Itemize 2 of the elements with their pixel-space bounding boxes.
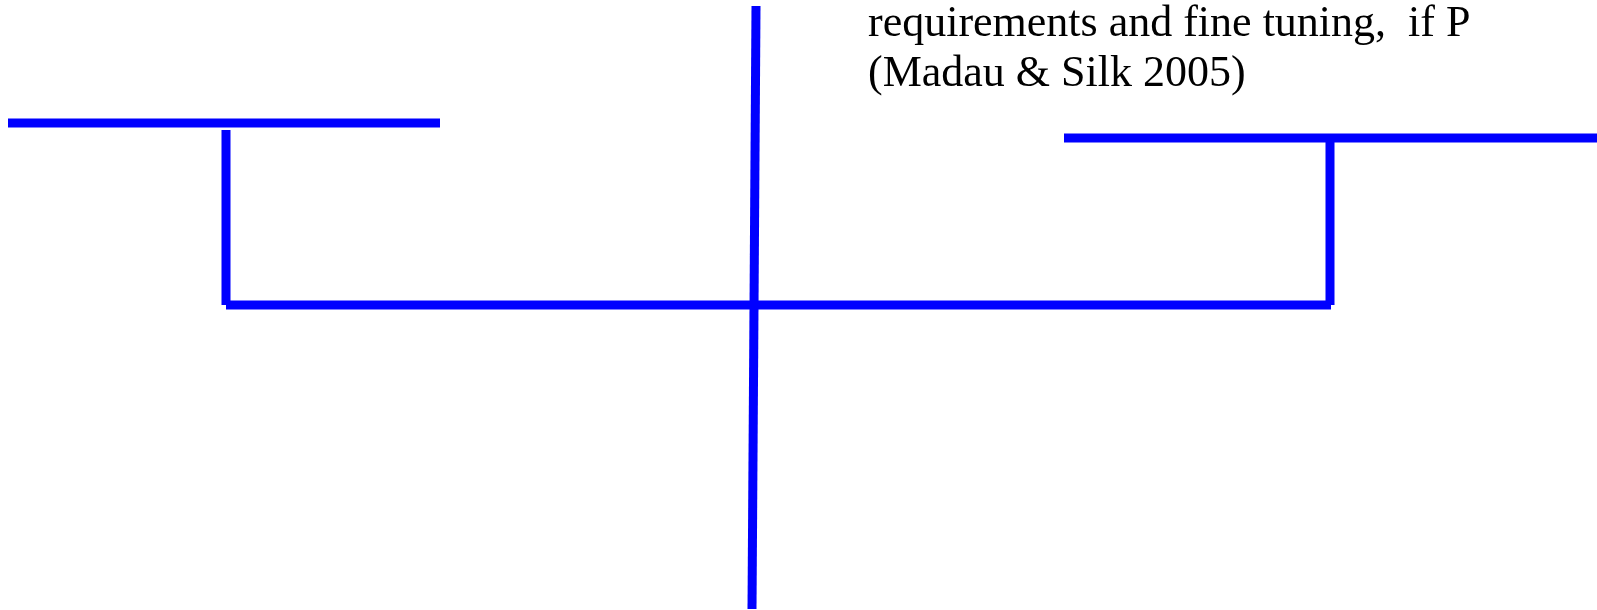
note-text: requirements and fine tuning, if P — [868, 0, 1471, 44]
note-text: (Madau & Silk 2005) — [868, 50, 1246, 94]
